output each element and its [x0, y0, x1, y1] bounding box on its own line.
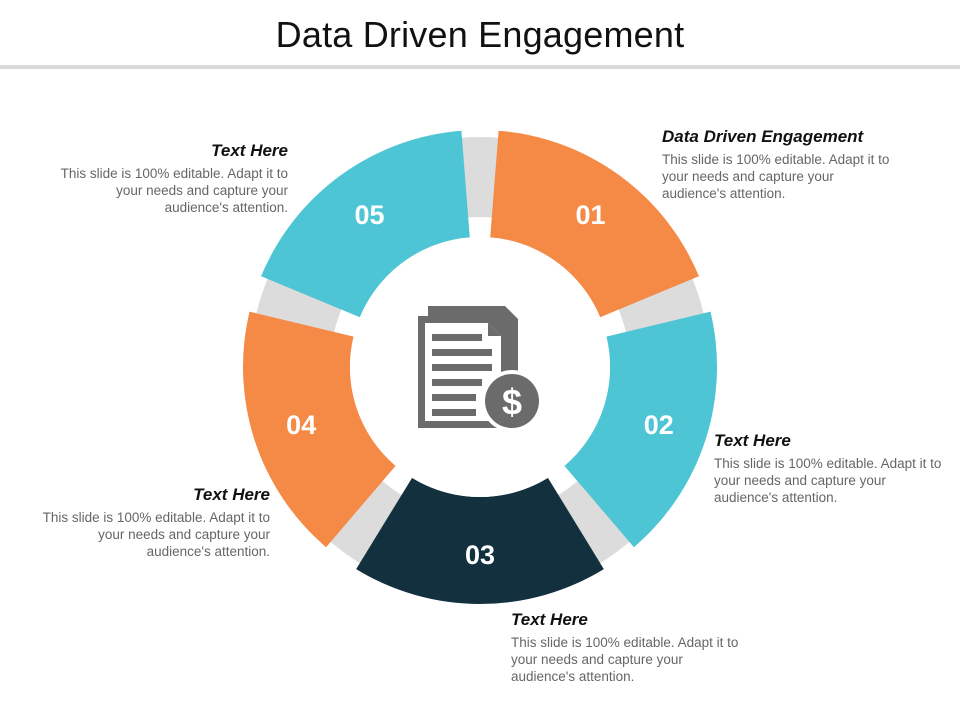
heading-05: Text Here: [211, 141, 288, 160]
body-01: This slide is 100% editable. Adapt it to…: [662, 152, 890, 201]
text-block-01: Data Driven Engagement This slide is 100…: [662, 127, 892, 202]
heading-04: Text Here: [193, 485, 270, 504]
svg-text:$: $: [502, 382, 522, 423]
slide-title: Data Driven Engagement: [275, 14, 685, 55]
body-03: This slide is 100% editable. Adapt it to…: [511, 635, 739, 684]
text-block-02: Text Here This slide is 100% editable. A…: [714, 431, 944, 506]
segment-04: [242, 311, 396, 548]
body-04: This slide is 100% editable. Adapt it to…: [42, 510, 270, 559]
body-02: This slide is 100% editable. Adapt it to…: [714, 456, 942, 505]
text-block-03: Text Here This slide is 100% editable. A…: [511, 610, 741, 685]
body-05: This slide is 100% editable. Adapt it to…: [60, 166, 288, 215]
segment-01: [490, 130, 699, 318]
title-divider: [0, 65, 960, 69]
text-block-04: Text Here This slide is 100% editable. A…: [40, 485, 270, 560]
document-dollar-icon: $: [418, 306, 543, 432]
segment-05: [261, 130, 470, 318]
segment-number-04: 04: [286, 410, 316, 440]
heading-02: Text Here: [714, 431, 791, 450]
segment-02: [564, 311, 717, 548]
segment-number-05: 05: [354, 200, 384, 230]
text-block-05: Text Here This slide is 100% editable. A…: [58, 141, 288, 216]
segment-03: [356, 477, 604, 604]
heading-01: Data Driven Engagement: [662, 127, 864, 146]
segment-number-03: 03: [465, 540, 495, 570]
segments-layer: 01 02 03 04 05: [242, 130, 717, 604]
heading-03: Text Here: [511, 610, 588, 629]
segment-number-02: 02: [644, 410, 674, 440]
segment-number-01: 01: [575, 200, 605, 230]
